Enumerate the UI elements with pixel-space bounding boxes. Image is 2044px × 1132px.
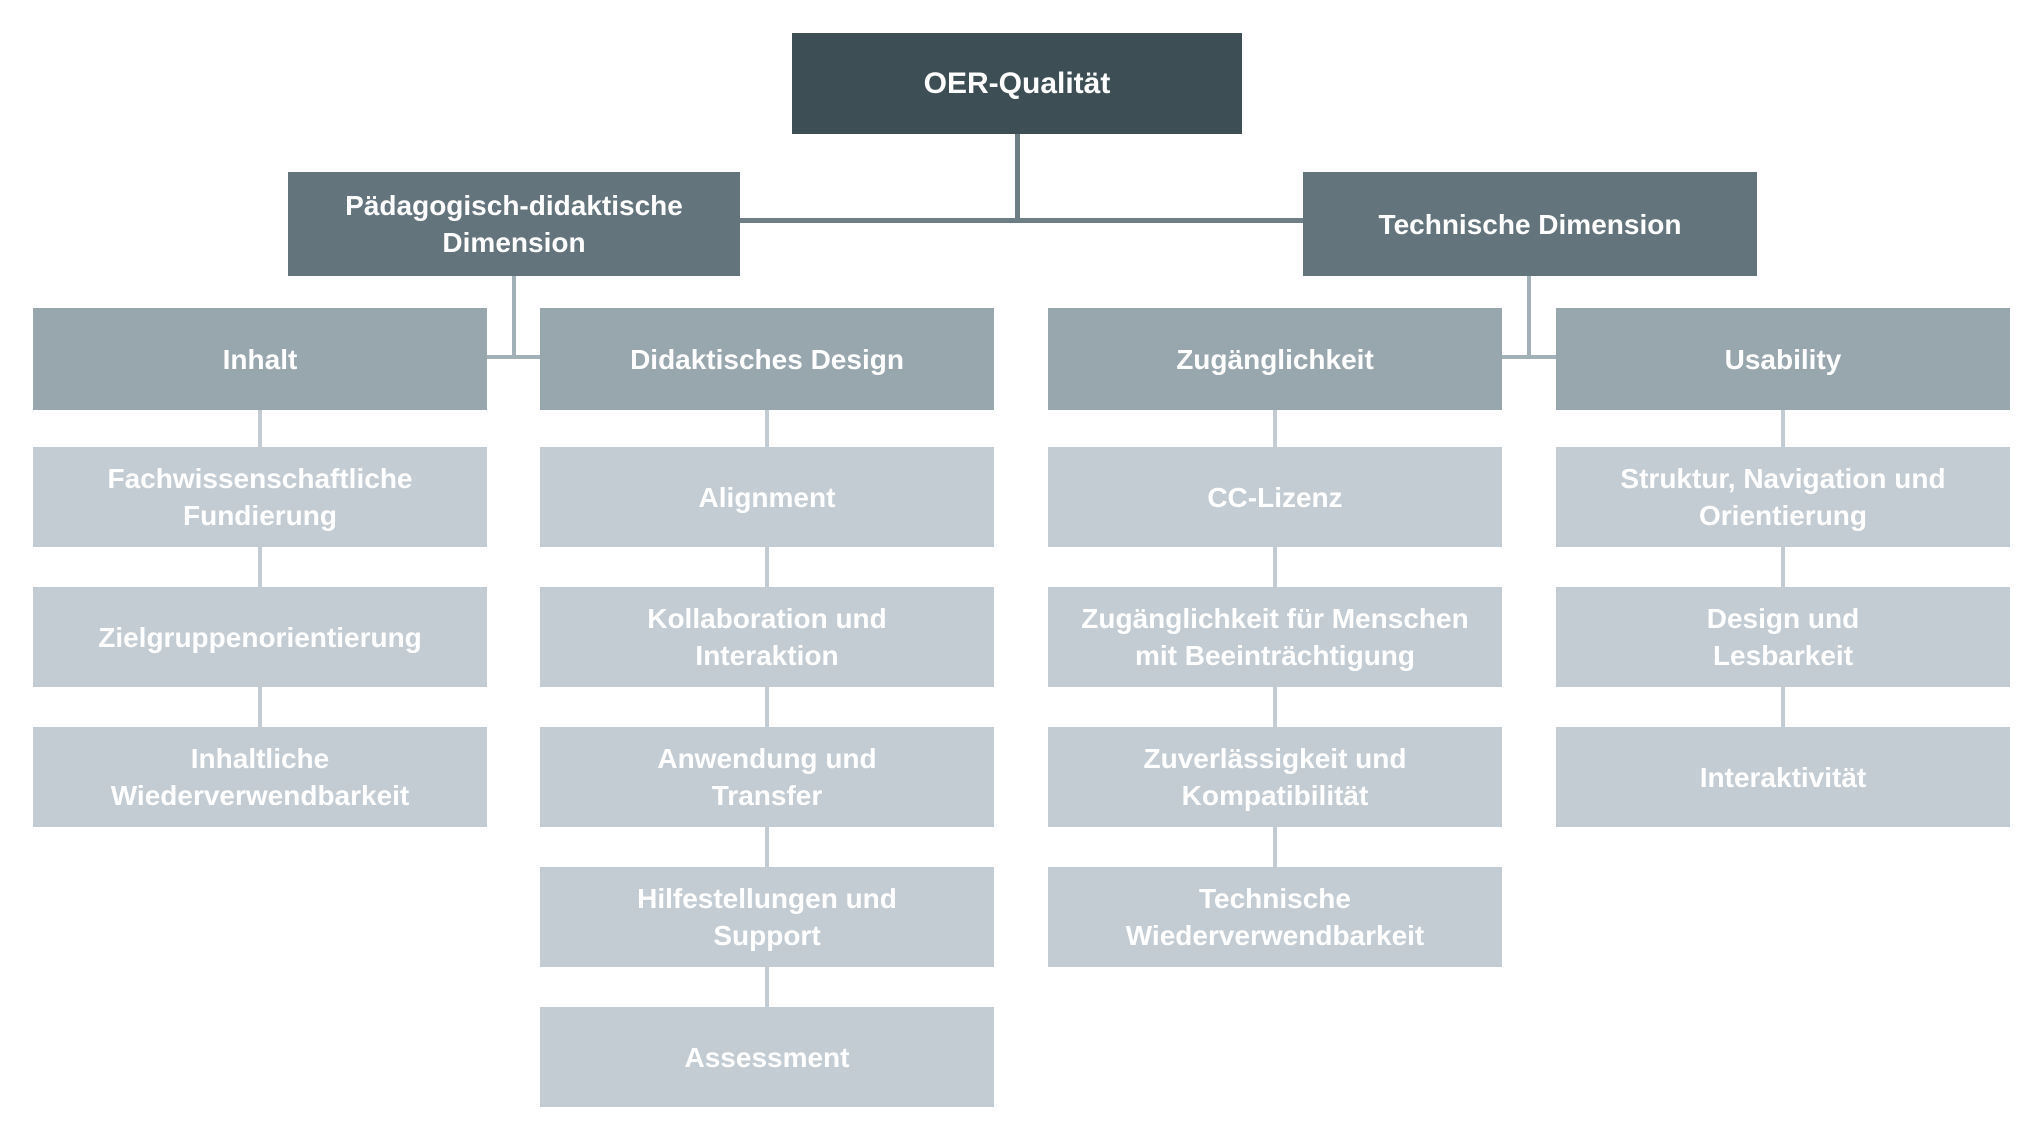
connector-line (258, 687, 262, 727)
connector-line (765, 827, 769, 867)
node-assessment: Assessment (540, 1007, 994, 1107)
node-hilfestellungen-und-support: Hilfestellungen und Support (540, 867, 994, 967)
connector-line (1781, 687, 1785, 727)
node-zuverlaessigkeit-und-kompatibilitaet: Zuverlässigkeit und Kompatibilität (1048, 727, 1502, 827)
connector-root-vertical (1015, 134, 1020, 222)
node-technische-wiederverwendbarkeit: Technische Wiederverwendbarkeit (1048, 867, 1502, 967)
connector-technisch-horizontal (1502, 355, 1556, 359)
connector-line (1273, 410, 1277, 447)
node-inhaltliche-wiederverwendbarkeit: Inhaltliche Wiederverwendbarkeit (33, 727, 487, 827)
node-design-und-lesbarkeit: Design und Lesbarkeit (1556, 587, 2010, 687)
node-technische-dimension: Technische Dimension (1303, 172, 1757, 276)
node-interaktivitaet: Interaktivität (1556, 727, 2010, 827)
node-fachwissenschaftliche-fundierung: Fachwissenschaftliche Fundierung (33, 447, 487, 547)
connector-technisch-vertical (1527, 276, 1531, 359)
node-kollaboration-und-interaktion: Kollaboration und Interaktion (540, 587, 994, 687)
node-zugaenglichkeit-fuer-menschen: Zugänglichkeit für Menschen mit Beeinträ… (1048, 587, 1502, 687)
connector-paedagogisch-horizontal (487, 355, 540, 359)
connector-line (765, 410, 769, 447)
node-paedagogisch-didaktische-dimension: Pädagogisch-didaktische Dimension (288, 172, 740, 276)
connector-line (258, 547, 262, 587)
connector-line (1781, 410, 1785, 447)
connector-line (258, 410, 262, 447)
node-inhalt: Inhalt (33, 308, 487, 410)
connector-line (765, 967, 769, 1007)
connector-paedagogisch-vertical (512, 276, 516, 359)
connector-root-horizontal (740, 218, 1303, 223)
node-usability: Usability (1556, 308, 2010, 410)
connector-line (1781, 547, 1785, 587)
connector-line (1273, 687, 1277, 727)
node-oer-qualitaet: OER-Qualität (792, 33, 1242, 134)
node-didaktisches-design: Didaktisches Design (540, 308, 994, 410)
node-alignment: Alignment (540, 447, 994, 547)
node-struktur-navigation-orientierung: Struktur, Navigation und Orientierung (1556, 447, 2010, 547)
node-anwendung-und-transfer: Anwendung und Transfer (540, 727, 994, 827)
node-cc-lizenz: CC-Lizenz (1048, 447, 1502, 547)
connector-line (1273, 547, 1277, 587)
connector-line (1273, 827, 1277, 867)
connector-line (765, 687, 769, 727)
node-zugaenglichkeit: Zugänglichkeit (1048, 308, 1502, 410)
connector-line (765, 547, 769, 587)
node-zielgruppenorientierung: Zielgruppenorientierung (33, 587, 487, 687)
